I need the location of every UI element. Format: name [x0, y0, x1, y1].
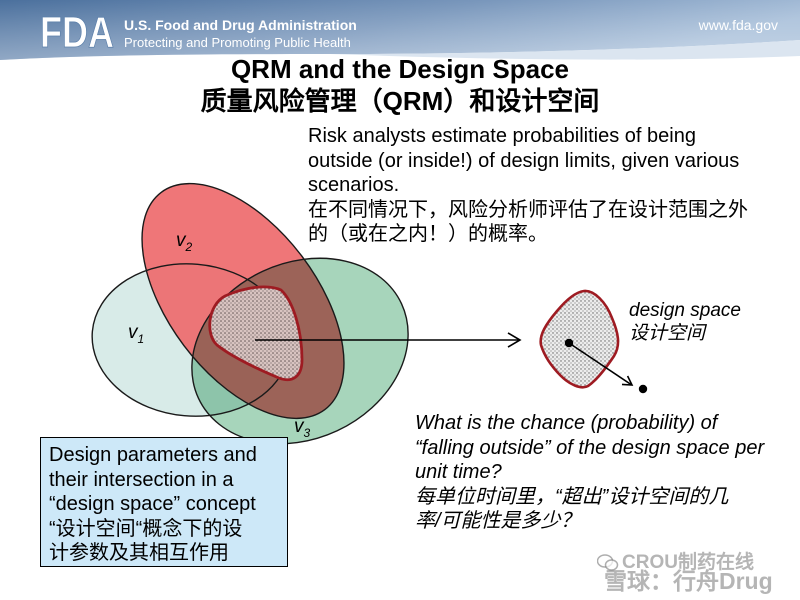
set-label-v1: v1 [128, 322, 144, 346]
slide-title-english: QRM and the Design Space [230, 54, 570, 84]
mapping-arrow [255, 332, 522, 348]
header-banner [0, 0, 800, 60]
set-label-v2: v2 [176, 230, 193, 254]
set-label-subscript: 1 [138, 332, 145, 346]
set-label-subscript: 2 [185, 240, 193, 254]
point-outside-design-space [638, 384, 648, 394]
intro-line: scenarios. [308, 174, 400, 196]
design-space-label-english: design space [629, 300, 741, 321]
question-line: “falling outside” of the design space pe… [415, 436, 765, 459]
callout-line: their intersection in a [49, 468, 234, 491]
intersection-region [208, 285, 304, 382]
set-v2-outline [141, 182, 345, 420]
set-label-subscript: 3 [304, 426, 311, 440]
question-line: unit time? [415, 461, 502, 483]
header-band-sheen [0, 0, 800, 60]
excursion-arrowhead [621, 375, 634, 386]
callout-line: “设计空间“概念下的设 [49, 517, 243, 540]
set-label-symbol: v [294, 416, 305, 437]
set-outlines [91, 182, 409, 445]
fda-logo-text: FDA [40, 11, 114, 53]
intro-line: outside (or inside!) of design limits, g… [308, 149, 740, 172]
set-label-symbol: v [176, 230, 187, 251]
callout-box: Design parameters and their intersection… [40, 437, 288, 567]
mapping-arrowhead [507, 332, 522, 348]
intro-paragraph: Risk analysts estimate probabilities of … [308, 124, 748, 247]
excursion-arrow-line [568, 342, 632, 386]
header-swoosh [330, 40, 800, 60]
question-line: What is the chance (probability) of [415, 412, 718, 434]
callout-line: “design space” concept [49, 493, 256, 515]
set-label-symbol: v [128, 322, 139, 343]
intro-line: 在不同情况下，风险分析师评估了在设计范围之外 [308, 198, 748, 221]
set-v3-outline [191, 257, 409, 445]
callout-line: 计参数及其相互作用 [49, 542, 229, 564]
question-line: 每单位时间里，“超出”设计空间的几 [415, 485, 729, 508]
wechat-icon [597, 554, 619, 571]
agency-tagline: Protecting and Promoting Public Health [124, 35, 351, 50]
intro-line: Risk analysts estimate probabilities of … [308, 125, 696, 147]
excursion-arrow [568, 342, 634, 386]
website-url: www.fda.gov [698, 17, 778, 33]
question-paragraph: What is the chance (probability) of “fal… [415, 411, 764, 534]
watermark-line-1: CROU制药在线 [622, 552, 754, 573]
fda-logo: FDA [40, 11, 115, 53]
callout-line: Design parameters and [49, 444, 257, 466]
set-label-v3: v3 [294, 416, 311, 440]
design-space-label-chinese: 设计空间 [629, 323, 706, 344]
agency-name: U.S. Food and Drug Administration [124, 17, 357, 33]
design-space-region [539, 289, 620, 389]
question-line: 率/可能性是多少？ [415, 510, 581, 532]
watermark-line-2: 雪球：行舟Drug [604, 568, 773, 594]
slide-title-chinese: 质量风险管理（QRM）和设计空间 [200, 86, 600, 116]
intro-line: 的（或在之内！）的概率。 [308, 223, 548, 245]
point-inside-design-space [564, 338, 574, 348]
